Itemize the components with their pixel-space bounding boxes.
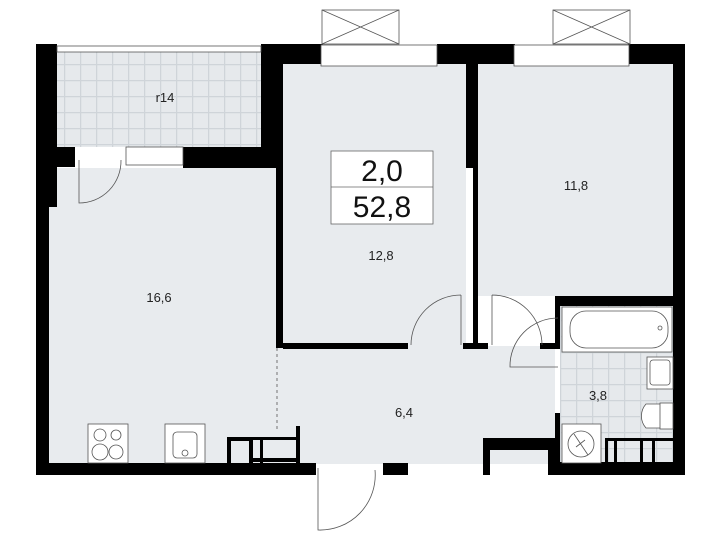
balcony-floor [57,50,261,147]
kitchen-fixtures [87,423,300,464]
washing-machine-icon [561,423,602,464]
kitchen-living-area-label: 16,6 [146,290,171,305]
kitchen-living-floor [48,168,278,464]
bathroom-area-label: 3,8 [589,388,607,403]
stove-icon [87,423,129,464]
radiator-icon [227,426,300,464]
ac-unit-icon [321,9,400,45]
apartment-summary: 2,0 52,8 [330,150,434,225]
balcony-window [56,45,262,53]
entrance-door-swing-icon [317,468,376,531]
bedroom-2-window [513,44,630,67]
room-labels: r14 16,6 12,8 11,8 6,4 3,8 [146,90,607,420]
ac-unit-icon [552,9,631,45]
bedroom-1-area-label: 12,8 [368,248,393,263]
balcony-area-label: r14 [156,90,175,105]
total-area: 52,8 [353,191,411,224]
bathroom-door-swing-icon [509,317,559,368]
kitchen-sink-icon [164,423,206,464]
towel-radiator-icon [605,438,673,463]
balcony-door-swing-icon [78,159,122,204]
room-count: 2,0 [361,155,403,188]
bedroom-1-door-swing-icon [410,294,462,346]
hallway-area-label: 6,4 [395,405,413,420]
doors [78,159,559,531]
bathtub-icon [561,306,673,353]
bathroom-fixtures [561,306,674,464]
bedroom-2-door-swing-icon [491,294,543,346]
balcony-door-window [125,146,184,166]
bedroom-2-floor [478,64,673,296]
toilet-icon [641,402,674,430]
bedroom-2-area-label: 11,8 [564,178,588,193]
ac-units [321,9,631,45]
floor-areas [48,50,673,464]
windows [56,44,630,166]
bedroom-1-window [320,44,438,67]
washbasin-icon [646,356,674,390]
walls [36,44,685,475]
